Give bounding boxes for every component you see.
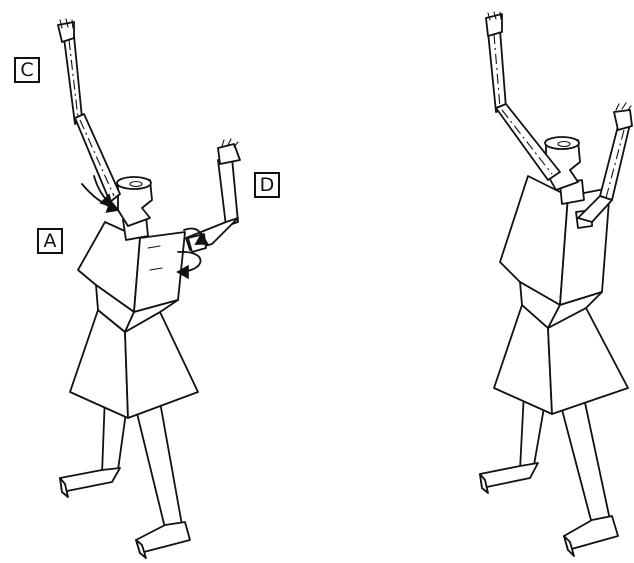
label-a: A — [37, 228, 63, 254]
left-figure-raised-arm — [58, 19, 120, 202]
label-c-text: C — [20, 61, 33, 80]
left-figure-bent-arm — [186, 139, 240, 252]
label-d-text: D — [260, 176, 275, 195]
label-d: D — [254, 172, 280, 198]
label-a-text: A — [44, 232, 57, 251]
right-figure-front-leg — [560, 398, 618, 556]
right-figure — [480, 12, 632, 556]
right-figure-torso — [500, 176, 610, 328]
left-figure-front-leg — [135, 402, 190, 558]
label-c: C — [14, 57, 40, 83]
left-figure — [58, 19, 240, 558]
